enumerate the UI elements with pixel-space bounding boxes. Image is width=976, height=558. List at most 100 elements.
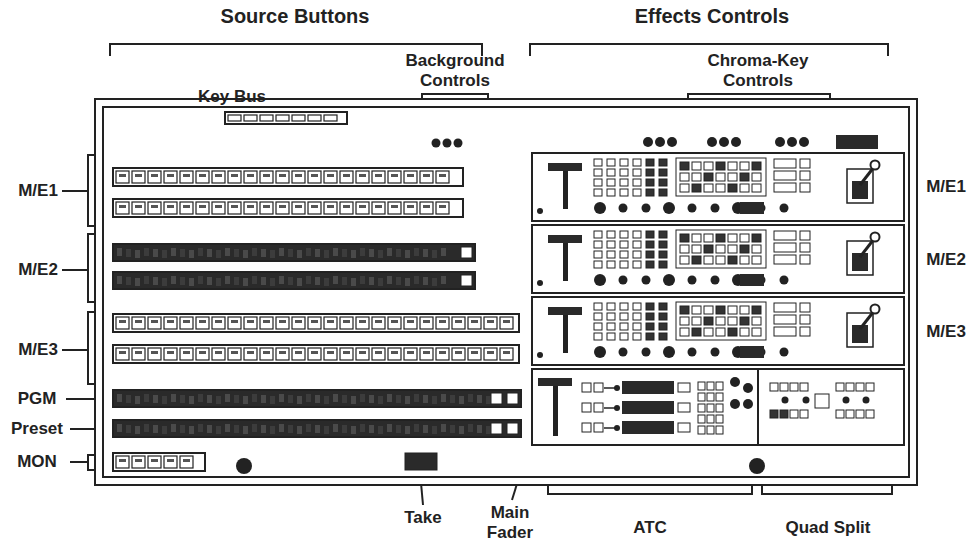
effect-button xyxy=(646,303,654,310)
effect-button xyxy=(752,328,761,336)
button-texture xyxy=(297,250,302,258)
panel-details xyxy=(113,112,904,474)
source-button xyxy=(180,171,193,183)
button-texture xyxy=(306,424,311,432)
button-mark xyxy=(279,205,286,208)
source-button xyxy=(452,348,465,360)
effect-button xyxy=(774,171,796,180)
button-texture xyxy=(171,276,176,284)
button-mark xyxy=(487,351,494,354)
button-row xyxy=(113,314,519,332)
effect-button xyxy=(633,159,641,166)
button-texture xyxy=(306,394,311,402)
effect-knob xyxy=(594,202,606,214)
button-texture xyxy=(324,426,329,434)
button-mark xyxy=(439,205,446,208)
button-mark xyxy=(311,205,318,208)
button-mark xyxy=(279,320,286,323)
button-texture xyxy=(252,248,257,256)
button-texture xyxy=(369,249,374,257)
source-button xyxy=(116,456,129,468)
effect-button xyxy=(774,183,796,192)
button-row xyxy=(113,244,475,261)
effect-button xyxy=(633,313,641,320)
button-mark xyxy=(327,351,334,354)
effect-button xyxy=(800,243,810,252)
effect-button xyxy=(646,159,654,166)
button-mark xyxy=(471,320,478,323)
background-knob xyxy=(443,139,452,148)
effect-button xyxy=(633,189,641,196)
button-mark xyxy=(487,320,494,323)
effect-button xyxy=(680,234,689,242)
button-texture xyxy=(333,276,338,284)
effect-button xyxy=(716,306,725,314)
button-mark xyxy=(135,320,142,323)
effect-button xyxy=(800,171,810,180)
button-texture xyxy=(189,250,194,258)
button-texture xyxy=(288,277,293,285)
source-button xyxy=(340,171,353,183)
source-button xyxy=(436,348,449,360)
button-texture xyxy=(441,394,446,402)
source-button xyxy=(372,317,385,329)
background-knob xyxy=(432,139,441,148)
effect-button xyxy=(646,241,654,248)
source-button xyxy=(276,348,289,360)
leader-line xyxy=(62,269,88,271)
button-mark xyxy=(279,351,286,354)
button-texture xyxy=(387,276,392,284)
source-button xyxy=(132,348,145,360)
joystick-knob xyxy=(871,233,880,242)
button-mark xyxy=(215,174,222,177)
effect-button xyxy=(633,323,641,330)
effect-button xyxy=(646,313,654,320)
effect-knob xyxy=(711,348,720,357)
button-texture xyxy=(486,426,491,434)
button-mark xyxy=(135,205,142,208)
effect-button xyxy=(607,159,615,166)
button-texture xyxy=(297,396,302,404)
button-texture xyxy=(396,277,401,285)
button-mark xyxy=(231,174,238,177)
effect-button xyxy=(620,303,628,310)
effect-display xyxy=(740,346,764,358)
effect-button xyxy=(659,303,667,310)
effects-panel xyxy=(532,297,904,365)
source-button xyxy=(324,115,337,121)
source-button xyxy=(308,202,321,214)
effect-button xyxy=(646,169,654,176)
button-mark xyxy=(151,174,158,177)
button-mark xyxy=(295,205,302,208)
button-texture xyxy=(351,426,356,434)
label: Key Bus xyxy=(187,87,277,107)
effect-knob xyxy=(594,346,606,358)
button-mark xyxy=(167,459,174,462)
source-button xyxy=(164,348,177,360)
button-mark xyxy=(311,320,318,323)
button-texture xyxy=(387,248,392,256)
button-mark xyxy=(279,174,286,177)
quad-button xyxy=(846,410,854,418)
button-texture xyxy=(396,425,401,433)
button-mark xyxy=(183,174,190,177)
button-mark xyxy=(231,205,238,208)
quad-button xyxy=(866,383,874,391)
source-button xyxy=(404,348,417,360)
button-texture xyxy=(414,424,419,432)
button-mark xyxy=(343,205,350,208)
source-button xyxy=(484,317,497,329)
effect-button xyxy=(740,162,749,170)
button-mark xyxy=(119,459,126,462)
effect-button xyxy=(716,245,725,253)
label: M/E2 xyxy=(918,250,974,270)
button-mark xyxy=(471,351,478,354)
source-button xyxy=(388,202,401,214)
button-mark xyxy=(311,351,318,354)
effect-button xyxy=(646,323,654,330)
atc-button xyxy=(594,403,603,412)
button-texture xyxy=(162,396,167,404)
keypad-button xyxy=(716,404,723,412)
atc-button xyxy=(582,383,591,392)
